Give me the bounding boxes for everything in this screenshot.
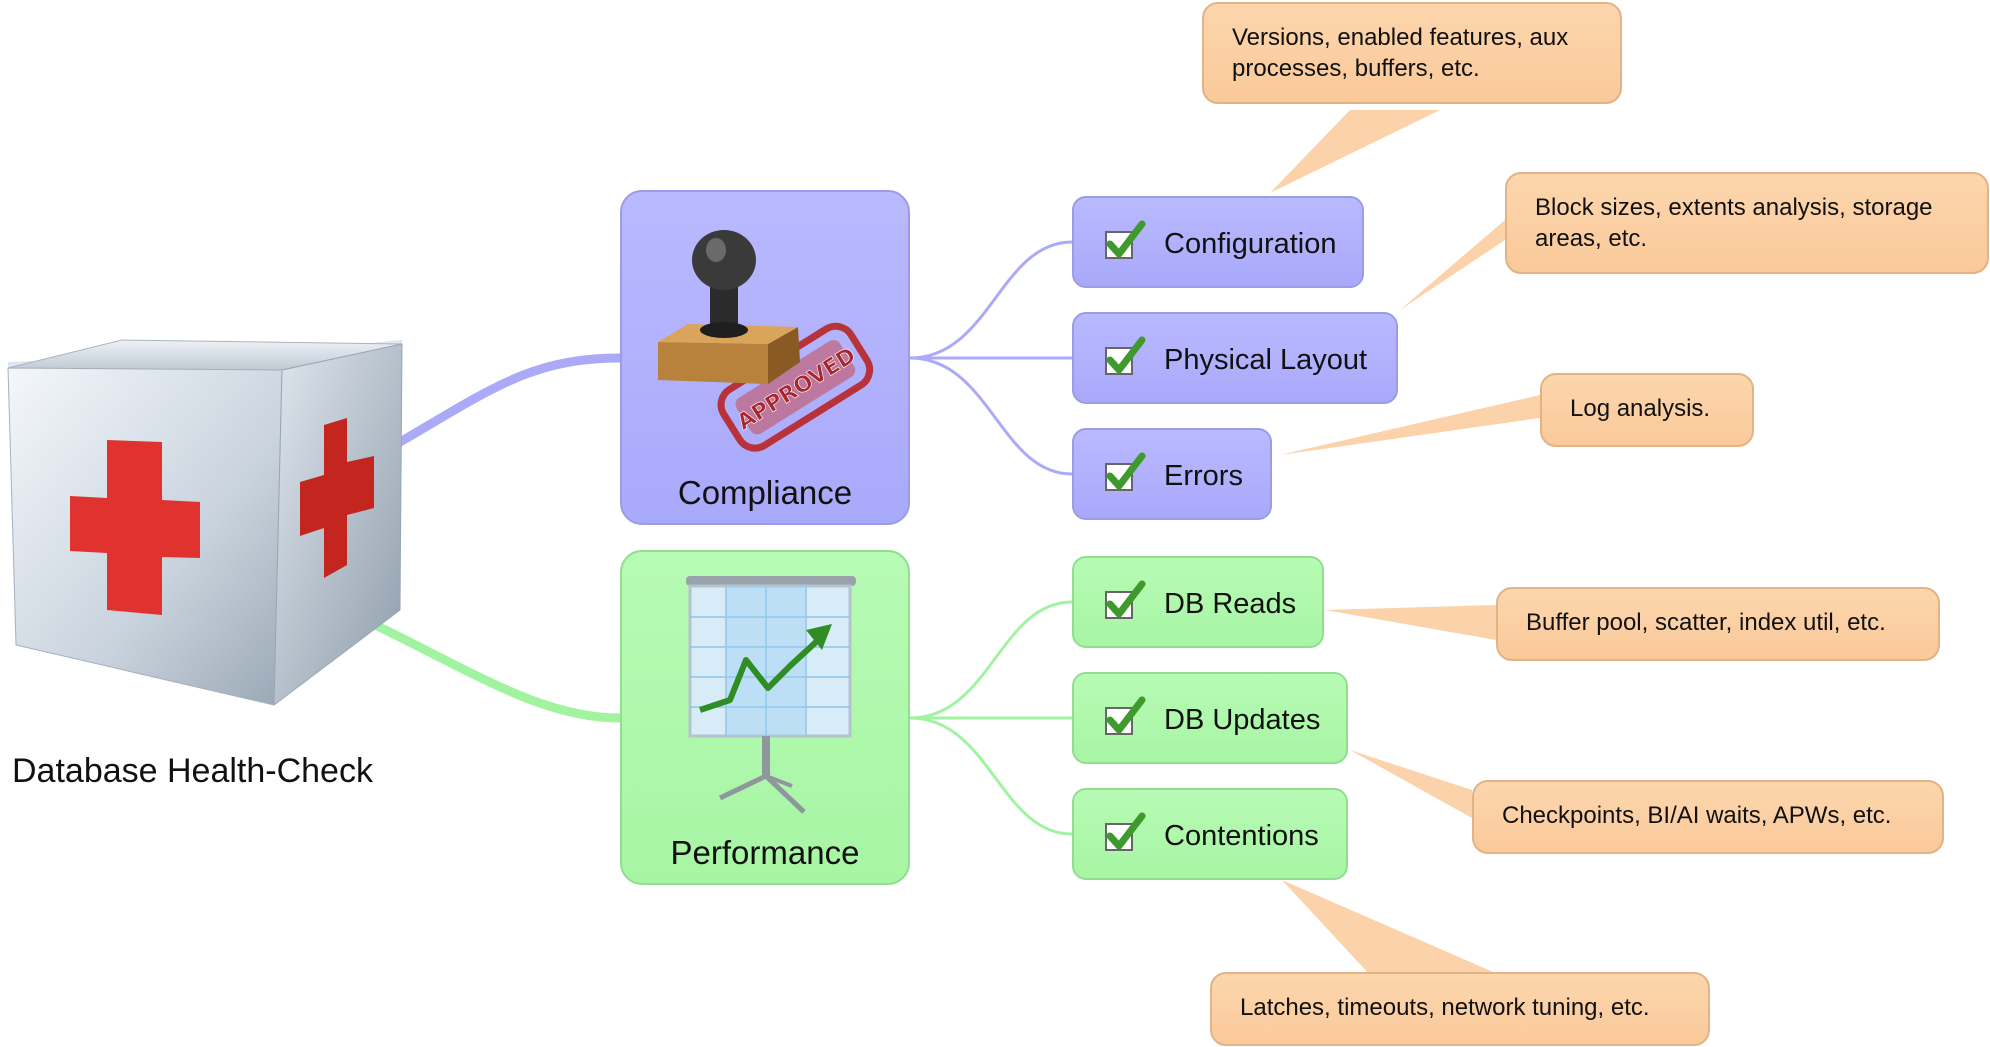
note-configuration: Versions, enabled features, aux processe… xyxy=(1202,2,1622,104)
branch-root-performance xyxy=(363,615,621,723)
topic-label: DB Updates xyxy=(1164,704,1321,736)
note-errors: Log analysis. xyxy=(1540,373,1754,447)
topic-physical-layout[interactable]: Physical Layout xyxy=(1072,312,1398,404)
note-db-reads: Buffer pool, scatter, index util, etc. xyxy=(1496,587,1940,661)
topic-label: Contentions xyxy=(1164,820,1319,852)
topic-contentions[interactable]: Contentions xyxy=(1072,788,1348,880)
callout-pointer xyxy=(1400,220,1505,310)
checkmark-icon xyxy=(1105,452,1146,491)
topic-db-reads[interactable]: DB Reads xyxy=(1072,556,1324,648)
category-compliance[interactable]: APPROVED Compliance xyxy=(620,190,910,525)
checkmark-icon xyxy=(1105,336,1146,375)
category-label: Compliance xyxy=(677,474,853,511)
topic-label: Configuration xyxy=(1164,228,1337,260)
topic-label: DB Reads xyxy=(1164,588,1297,620)
callout-pointer xyxy=(1282,880,1500,975)
callout-pointer xyxy=(1280,395,1540,455)
branch-root-compliance xyxy=(392,353,621,449)
checkmark-icon xyxy=(1105,812,1146,851)
checkmark-icon xyxy=(1105,220,1146,259)
branch-configuration xyxy=(909,240,1073,360)
topic-label: Physical Layout xyxy=(1164,344,1368,376)
callout-pointer xyxy=(1325,605,1496,640)
checkmark-icon xyxy=(1105,580,1146,619)
branch-contentions xyxy=(909,716,1073,836)
branch-errors xyxy=(909,356,1073,476)
callout-pointer xyxy=(1270,110,1440,193)
note-contentions: Latches, timeouts, network tuning, etc. xyxy=(1210,972,1710,1046)
first-aid-box-icon xyxy=(7,339,403,707)
presentation-chart-icon xyxy=(686,576,856,814)
topic-errors[interactable]: Errors xyxy=(1072,428,1272,520)
callout-pointer xyxy=(1350,750,1472,818)
category-performance[interactable]: Performance xyxy=(620,550,910,885)
checkmark-icon xyxy=(1105,696,1146,735)
category-label: Performance xyxy=(670,834,860,871)
topic-db-updates[interactable]: DB Updates xyxy=(1072,672,1348,764)
branch-db-reads xyxy=(909,600,1073,720)
root-title: Database Health-Check xyxy=(12,752,373,790)
topic-configuration[interactable]: Configuration xyxy=(1072,196,1364,288)
note-physical-layout: Block sizes, extents analysis, storage a… xyxy=(1505,172,1989,274)
note-db-updates: Checkpoints, BI/AI waits, APWs, etc. xyxy=(1472,780,1944,854)
topic-label: Errors xyxy=(1164,460,1243,492)
approved-stamp-icon: APPROVED xyxy=(658,230,874,452)
